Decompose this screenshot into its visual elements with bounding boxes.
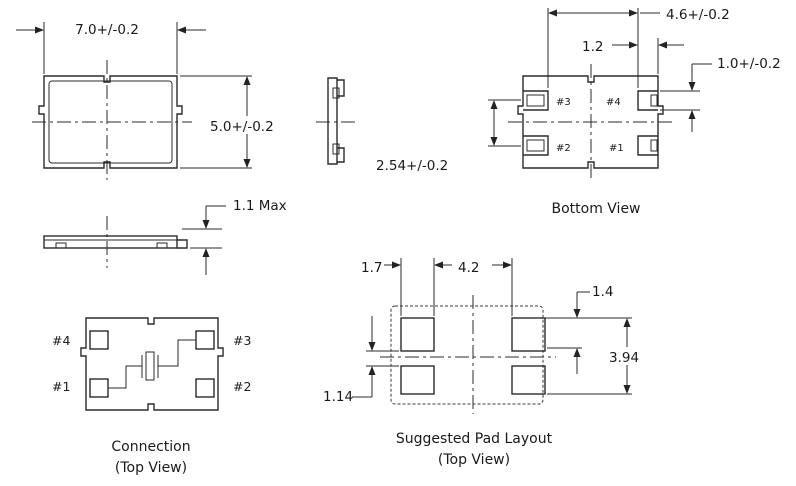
bottom-pitch-arrow-top — [490, 100, 498, 109]
side-height-arrow-bottom — [202, 248, 210, 257]
bottom-pitch-dim-label: 2.54+/-0.2 — [376, 158, 448, 174]
side-view-base-step — [177, 239, 188, 249]
connection-caption-line1: Connection — [111, 439, 190, 455]
bottom-gap-arrow-right — [658, 41, 667, 49]
bottom-view-body-outline — [517, 75, 664, 169]
connection-pad-3 — [195, 330, 215, 350]
bottom-width-arrow-left — [548, 9, 557, 17]
pad-layout-spacing-dim-label: 4.2 — [458, 260, 479, 276]
pad-layout-14-arrow-top — [573, 309, 581, 318]
connection-trace-left — [108, 365, 142, 389]
bottom-pad-2-inner — [526, 139, 545, 152]
top-height-label-bg — [206, 116, 288, 134]
side-height-arrow-top — [202, 220, 210, 229]
pad-layout-caption-line1: Suggested Pad Layout — [396, 431, 553, 447]
bottom-pad-1-inner — [650, 139, 658, 152]
pad-layout-394-arrow-bottom — [623, 385, 631, 394]
bottom-pad-3-inner — [526, 94, 545, 107]
pad-layout-arrow-1 — [392, 261, 401, 269]
pad-layout-footprint — [390, 305, 544, 405]
pad-layout-pad-bottom-right — [511, 365, 546, 395]
side-view-terminal-left — [55, 242, 67, 249]
pad-layout-width-dim-label: 1.7 — [361, 260, 382, 276]
bottom-gap-arrow-left — [629, 41, 638, 49]
top-view-body-outline — [38, 75, 183, 169]
bottom-pitch-arrow-bottom — [490, 137, 498, 146]
pad-layout-arrow-2 — [434, 261, 443, 269]
top-height-arrow-top — [243, 76, 251, 85]
side-height-dim-label: 1.1 Max — [233, 198, 287, 214]
bottom-pad-h-arrow-top — [688, 82, 696, 91]
end-view-pad-bottom — [332, 143, 340, 155]
top-height-dim-label: 5.0+/-0.2 — [210, 119, 274, 135]
pad-layout-394-arrow-top — [623, 318, 631, 327]
pad-layout-overall-height-dim-label: 3.94 — [609, 350, 639, 366]
pad-layout-arrow-3 — [503, 261, 512, 269]
bottom-pin-label-1: #1 — [609, 143, 624, 154]
pad-layout-caption-line2: (Top View) — [438, 452, 510, 468]
pad-layout-gap-dim-label: 1.14 — [323, 389, 353, 405]
pad-layout-14-arrow-bottom — [573, 348, 581, 357]
connection-pad-2 — [195, 378, 215, 398]
pad-layout-pad-height-dim-label: 1.4 — [592, 284, 613, 300]
pad-layout-pad-bottom-left — [400, 365, 435, 395]
bottom-view-caption: Bottom View — [551, 201, 640, 217]
side-view-body — [43, 235, 178, 249]
bottom-pin-label-4: #4 — [606, 97, 621, 108]
end-view-body — [327, 77, 338, 165]
pad-layout-pad-top-right — [511, 317, 546, 352]
pad-layout-view: 1.7 4.2 1.4 3.94 1.14 Suggested Pad Layo… — [323, 258, 643, 468]
connection-body-outline — [80, 317, 224, 411]
end-view-terminals — [337, 79, 345, 163]
bottom-pad-h-dim-label: 1.0+/-0.2 — [717, 56, 781, 72]
connection-pin-label-1: #1 — [52, 379, 70, 394]
pad-layout-394-label-bg — [607, 347, 643, 365]
connection-pad-4 — [89, 330, 109, 350]
crystal-symbol-body — [145, 351, 155, 381]
connection-pin-label-2: #2 — [233, 379, 251, 394]
pad-layout-114-arrow-top — [368, 342, 376, 351]
bottom-view: #3 #4 #2 #1 4.6+/-0.2 1.2 1.0+/-0.2 2 — [376, 7, 781, 217]
connection-view: #4 #3 #1 #2 Connection (Top View) — [52, 317, 251, 476]
bottom-pad-h-arrow-bottom — [688, 110, 696, 119]
top-width-arrow-left — [35, 26, 44, 34]
bottom-pad-2 — [523, 135, 549, 156]
top-width-arrow-right — [177, 26, 186, 34]
top-view: 7.0+/-0.2 5.0+/-0.2 — [16, 22, 288, 180]
bottom-pin-label-2: #2 — [556, 143, 571, 154]
end-view — [316, 77, 356, 165]
bottom-width-arrow-right — [629, 9, 638, 17]
bottom-pad-4 — [637, 90, 658, 111]
connection-trace-right — [158, 339, 196, 367]
bottom-gap-dim-label: 1.2 — [582, 39, 603, 55]
connection-pin-label-4: #4 — [52, 333, 70, 348]
bottom-pad-4-inner — [650, 94, 658, 107]
connection-pad-1 — [89, 378, 109, 398]
top-width-dim-label: 7.0+/-0.2 — [75, 22, 139, 38]
bottom-width-dim-label: 4.6+/-0.2 — [666, 7, 730, 23]
pad-layout-114-arrow-bottom — [368, 366, 376, 375]
connection-pin-label-3: #3 — [233, 333, 251, 348]
top-view-lid — [48, 80, 173, 164]
side-view: 1.1 Max — [43, 198, 287, 275]
end-view-pad-top — [332, 87, 340, 99]
connection-caption-line2: (Top View) — [115, 460, 187, 476]
top-height-arrow-bottom — [243, 159, 251, 168]
bottom-pad-3 — [523, 90, 549, 111]
bottom-pad-1 — [637, 135, 658, 156]
pad-layout-pad-top-left — [400, 317, 435, 352]
side-view-terminal-right — [156, 242, 168, 249]
bottom-pin-label-3: #3 — [556, 97, 571, 108]
